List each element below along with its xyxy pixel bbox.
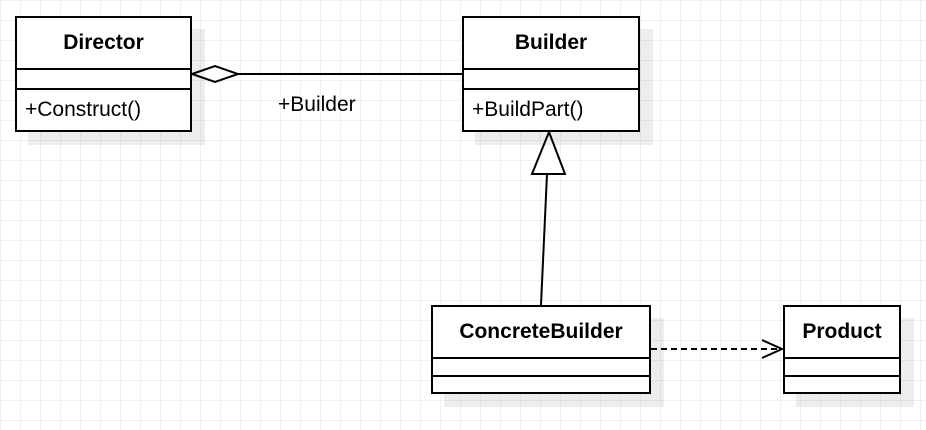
generalization-arrow-icon [530, 129, 567, 175]
class-attributes-compartment [785, 359, 899, 377]
class-operation: +BuildPart() [472, 98, 584, 121]
class-attributes-compartment [433, 359, 649, 377]
association-role-label: +Builder [278, 93, 356, 116]
class-name: Director [17, 18, 190, 70]
class-builder[interactable]: Builder +BuildPart() [462, 16, 640, 132]
class-attributes-compartment [17, 70, 190, 90]
dependency-arrow-icon [761, 339, 785, 359]
class-operation: +Construct() [25, 98, 142, 121]
class-attributes-compartment [464, 70, 638, 90]
class-name: Product [785, 307, 899, 359]
aggregation-diamond-icon [188, 64, 242, 84]
class-operations-compartment [433, 377, 649, 392]
class-name: Builder [464, 18, 638, 70]
class-concrete-builder[interactable]: ConcreteBuilder [431, 305, 651, 394]
class-operations-compartment [785, 377, 899, 392]
generalization-line[interactable] [540, 173, 548, 306]
class-product[interactable]: Product [783, 305, 901, 394]
class-name: ConcreteBuilder [433, 307, 649, 359]
class-director[interactable]: Director +Construct() [15, 16, 192, 132]
